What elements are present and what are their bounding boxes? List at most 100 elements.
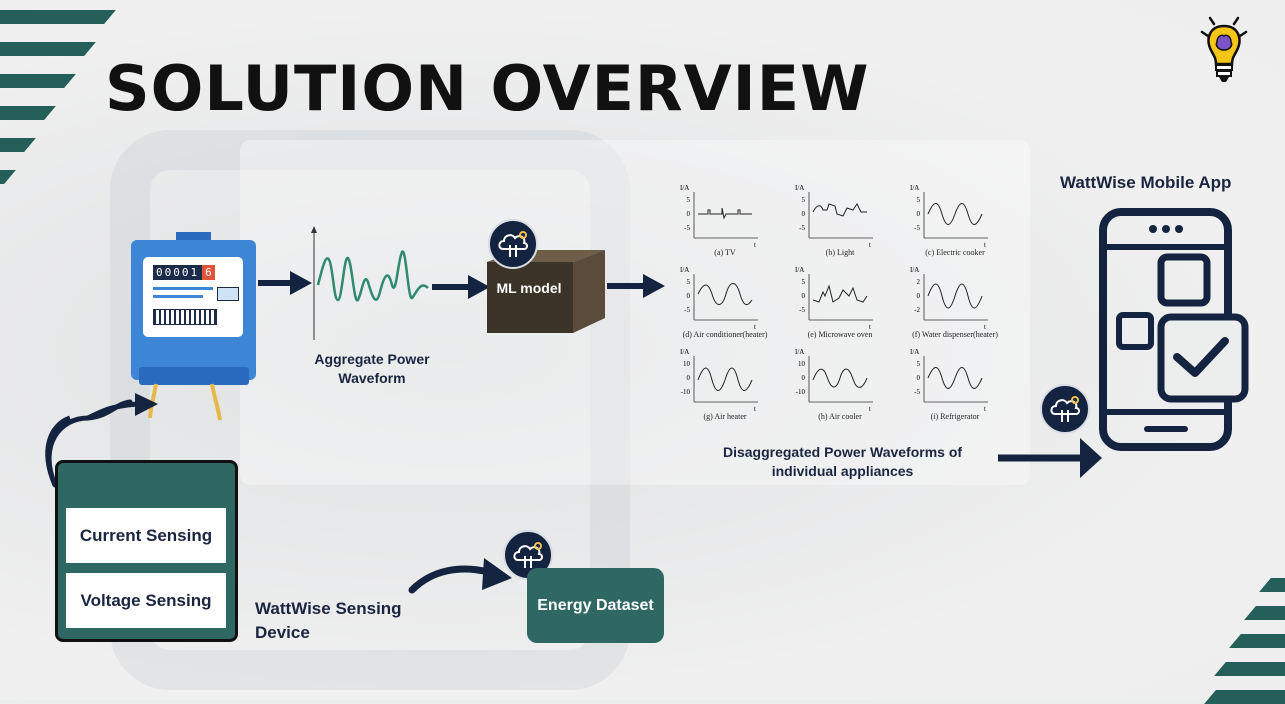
waveform-plot: I/A50-5t (910, 348, 988, 413)
waveform-axis-label: I/A (680, 184, 689, 192)
waveform-plot: I/A50-5t (795, 266, 873, 331)
waveform-trace (927, 367, 983, 389)
electric-meter-icon: 00001 6 (131, 232, 256, 421)
arrow-waveform-to-ml (432, 275, 490, 299)
waveform-tick-label: -5 (914, 224, 920, 232)
arrow-waveforms-to-app (998, 438, 1102, 478)
waveform-trace (698, 207, 752, 220)
meter-display: 00001 6 (153, 265, 215, 280)
waveform-tick-label: 0 (687, 292, 691, 300)
current-sensing-box: Current Sensing (66, 508, 226, 563)
waveform-axis-label: I/A (910, 348, 919, 356)
arrow-ml-to-waveforms (607, 274, 665, 298)
meter-small-display (217, 287, 239, 301)
waveform-caption: (h) Air cooler (818, 412, 862, 421)
waveform-plot: I/A50-5t (795, 184, 873, 249)
mobile-app-label: WattWise Mobile App (1060, 173, 1232, 192)
waveform-time-label: t (869, 323, 871, 331)
waveform-trace (812, 368, 868, 388)
waveform-time-label: t (984, 405, 986, 413)
waveform-tick-label: 10 (683, 360, 691, 368)
waveform-caption: (c) Electric cooker (925, 248, 985, 257)
waveform-tick-label: 5 (802, 196, 806, 204)
waveform-time-label: t (984, 323, 986, 331)
waveform-tick-label: -5 (914, 388, 920, 396)
meter-bottom (139, 367, 249, 385)
arrow-meter-to-waveform (258, 271, 312, 295)
waveform-caption: (a) TV (714, 248, 736, 257)
waveform-plot: I/A50-5t (910, 184, 988, 249)
waveform-cell: I/A 2 0 -2 t(f) Water dispenser(heater) (900, 264, 1000, 348)
waveform-tick-label: 2 (917, 278, 921, 286)
waveform-tick-label: -2 (914, 306, 920, 314)
ml-model-label: ML model (496, 280, 562, 296)
smartphone-check-icon (1099, 208, 1249, 451)
waveform-tick-label: 5 (917, 360, 921, 368)
meter-digits: 00001 (153, 265, 203, 280)
meter-wires (148, 383, 222, 421)
waveform-axis-label: I/A (680, 266, 689, 274)
waveform-axis-label: I/A (910, 184, 919, 192)
waveform-tick-label: -5 (799, 306, 805, 314)
disaggregated-caption: Disaggregated Power Waveforms of individ… (722, 444, 963, 479)
meter-top (176, 232, 211, 242)
waveform-tick-label: 5 (917, 196, 921, 204)
waveform-trace (927, 203, 983, 225)
cloud-gear-icon-app (1040, 384, 1090, 434)
sensing-device-label: WattWise Sensing Device (255, 599, 402, 642)
curved-arrow-device-to-dataset (408, 558, 512, 594)
aggregate-waveform-chart (311, 226, 429, 340)
waveform-caption: (b) Light (825, 248, 855, 257)
waveform-tick-label: 0 (802, 210, 806, 218)
waveform-axis-label: I/A (910, 266, 919, 274)
waveform-axis-label: I/A (795, 348, 804, 356)
background-panel (240, 140, 1030, 485)
waveform-caption: (f) Water dispenser(heater) (912, 330, 998, 339)
energy-dataset-box: Energy Dataset (527, 568, 664, 643)
waveform-axis-label: I/A (795, 266, 804, 274)
waveform-tick-label: 0 (917, 210, 921, 218)
waveform-tick-label: 5 (687, 196, 691, 204)
waveform-tick-label: 10 (798, 360, 806, 368)
waveform-plot: I/A50-5t (680, 266, 758, 331)
sensing-device-box: Current Sensing Voltage Sensing (55, 460, 238, 642)
waveform-caption: (g) Air heater (703, 412, 747, 421)
lightbulb-brain-icon (1200, 16, 1248, 82)
waveform-tick-label: -10 (681, 388, 691, 396)
waveform-axis-label: I/A (795, 184, 804, 192)
meter-last-digit: 6 (202, 265, 215, 280)
waveform-trace (927, 283, 983, 309)
waveform-time-label: t (754, 323, 756, 331)
voltage-sensing-box: Voltage Sensing (66, 573, 226, 628)
meter-barcode (153, 309, 217, 325)
waveform-tick-label: 0 (802, 374, 806, 382)
waveform-time-label: t (754, 405, 756, 413)
cloud-gear-icon-ml (488, 219, 538, 269)
waveform-tick-label: 0 (917, 292, 921, 300)
waveform-tick-label: -10 (796, 388, 806, 396)
waveform-trace (812, 203, 867, 217)
waveform-trace (812, 284, 868, 303)
waveform-time-label: t (754, 241, 756, 249)
waveform-caption: (e) Microwave oven (807, 330, 873, 339)
curved-arrow-meter-to-device (45, 393, 158, 488)
meter-line-2 (153, 295, 203, 298)
waveform-tick-label: -5 (799, 224, 805, 232)
waveform-trace (697, 283, 753, 305)
waveform-plot: I/A50-5t (680, 184, 758, 249)
meter-face: 00001 6 (143, 257, 243, 337)
waveform-tick-label: 5 (687, 278, 691, 286)
waveform-caption: (i) Refrigerator (930, 412, 980, 421)
waveform-trace (697, 367, 753, 391)
